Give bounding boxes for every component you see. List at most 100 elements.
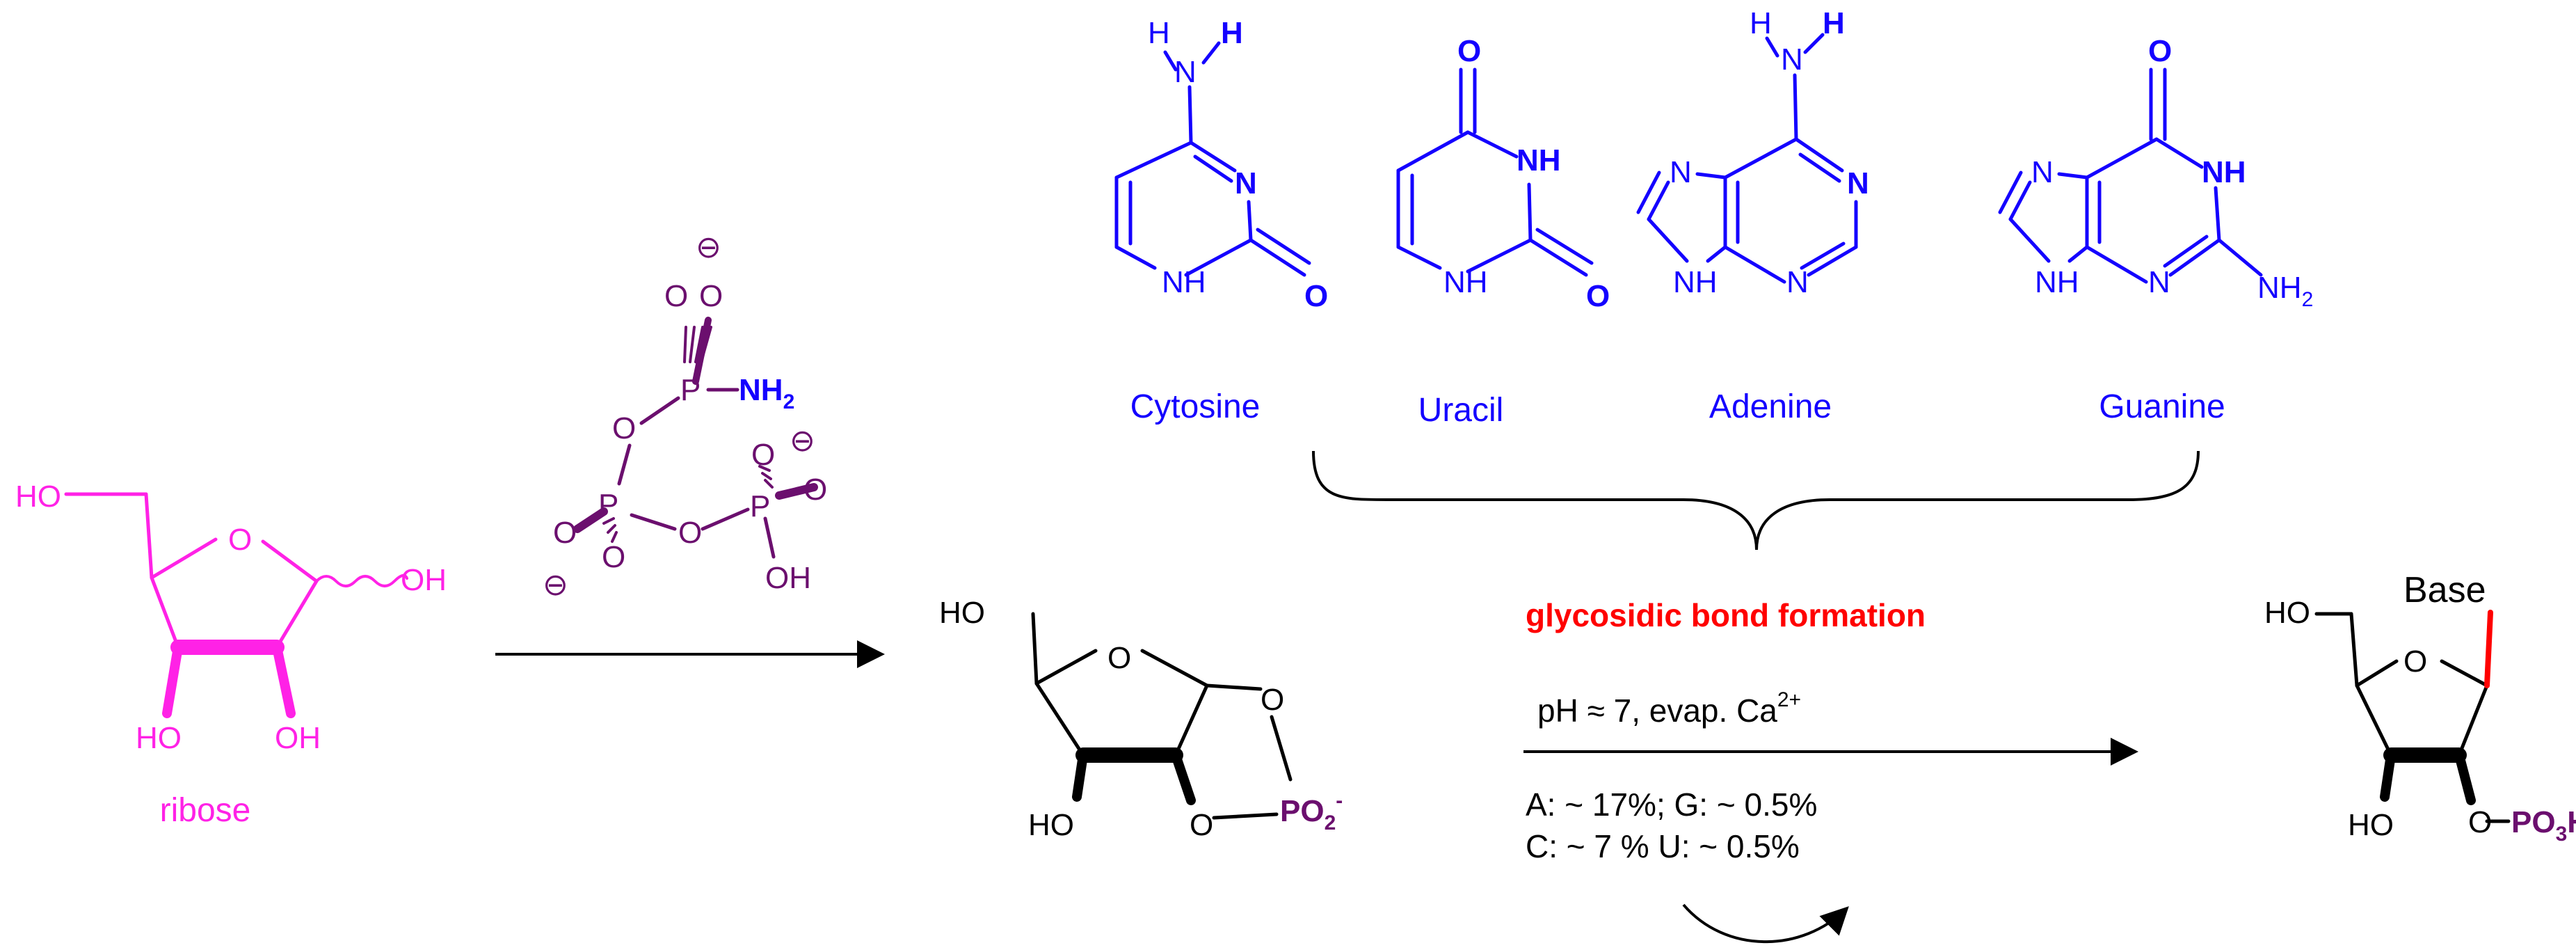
p3-oxygen-wedge: O <box>803 473 827 507</box>
nucleobase-brace <box>1312 450 2200 551</box>
cyt-nh: NH <box>1162 265 1206 299</box>
p2-oxygen-hashed: O <box>602 540 625 574</box>
gua-amino: NH2 <box>2257 271 2313 311</box>
bridge-oxygen-1: O <box>612 411 636 445</box>
p2-oxygen-wedge: O <box>553 516 577 550</box>
amidotriphosphate-structure <box>573 317 818 559</box>
ribose-oh-c2: OH <box>275 721 321 755</box>
ribose-c2-oh-bond <box>272 642 296 718</box>
ribose-c4-c3-bond <box>150 576 180 649</box>
ribose-label: ribose <box>160 792 251 829</box>
ribose-atom-labels: HO O OH HO OH <box>15 480 447 755</box>
cyt-h1: H <box>1148 16 1170 50</box>
cyt-oxygen: O <box>1304 279 1328 313</box>
cp-c2-o-bond <box>1171 750 1196 805</box>
ade-n1: N <box>1847 166 1869 200</box>
cyt-c4-n3-double <box>1193 155 1233 183</box>
gua-n7: N <box>2031 155 2054 189</box>
ribose-c4-o-bond <box>150 537 218 580</box>
cp-ring-o: O <box>1107 641 1131 675</box>
base-label: Base <box>2403 570 2486 610</box>
ade-c2-n3-bond <box>1807 245 1858 277</box>
prod-c5-bond <box>2349 612 2359 688</box>
phosphorus-3: P <box>750 489 770 523</box>
ade-amino-n: N <box>1781 42 1803 77</box>
ribose-c3-oh-bond <box>162 642 183 718</box>
prod-o-ester: O <box>2468 805 2492 839</box>
ade-c2-n3-double <box>1800 242 1846 270</box>
cyt-h-n-bond-1 <box>1163 50 1178 72</box>
gua-c2-nh2-bond <box>2217 238 2263 277</box>
phosphorus-1: P <box>680 373 701 407</box>
cp-c5-bond <box>1031 612 1039 686</box>
cyt-c4-n-bond <box>1187 85 1193 145</box>
ade-n7-c8-bond <box>1647 180 1670 221</box>
ribose-ho-c3: HO <box>136 721 182 755</box>
cyt-c4-c5-bond <box>1114 141 1193 180</box>
ade-c6-n1-double <box>1798 152 1841 183</box>
uracil-label: Uracil <box>1418 392 1504 429</box>
cyt-n3: N <box>1235 166 1257 200</box>
prod-po3h-group: PO3H- <box>2511 800 2576 846</box>
p1-oxygen-b: O <box>699 279 723 313</box>
p1-oxygen-a: O <box>664 279 688 313</box>
guanine-atoms: O N NH N NH NH2 <box>2031 34 2313 311</box>
ura-c2-n1-bond <box>1466 238 1533 274</box>
glycosidic-bond <box>2484 610 2493 688</box>
product-structure <box>2314 612 2511 823</box>
ura-nh-bottom: NH <box>1443 265 1488 299</box>
cyt-c6-n1-bond <box>1114 245 1157 270</box>
gua-c5-n7-bond <box>2057 172 2089 180</box>
ade-c6-n1-bond <box>1794 137 1844 173</box>
gua-n9-c4-bond <box>2067 245 2089 263</box>
phosphorus-2: P <box>598 488 618 522</box>
uracil-atoms: O NH O NH <box>1443 34 1610 313</box>
amino-group: NH2 <box>739 373 794 413</box>
cytosine-atoms: H N H N O NH <box>1148 16 1328 313</box>
ura-oxygen-right: O <box>1586 279 1610 313</box>
cp-c1-c2-bond <box>1174 683 1209 757</box>
p1-o-bond <box>639 396 680 425</box>
gua-c2-n3-bond <box>2168 238 2221 277</box>
ribose-o-c1-bond <box>261 539 319 583</box>
gua-n7-c8-bond <box>2008 180 2032 221</box>
p1-wedge-bond <box>692 317 712 385</box>
ade-c5-n7-bond <box>1695 172 1727 180</box>
o-p3-bond <box>701 507 750 531</box>
cp-ho-top: HO <box>939 596 985 630</box>
cp-o-upper: O <box>1261 683 1284 717</box>
prod-o-c1-bond <box>2440 659 2489 688</box>
prod-ring-o: O <box>2403 644 2427 679</box>
p2-wedge-bond <box>573 507 608 533</box>
ura-c4-c5-bond <box>1396 130 1470 173</box>
cyt-h-n-bond-2 <box>1201 41 1221 65</box>
cyclic-phosphate-atom-labels: HO O O HO O <box>939 596 1284 842</box>
cyt-c2-n1-bond <box>1184 238 1253 277</box>
gua-c6-c5-bond <box>2085 137 2159 180</box>
cyt-c2-o-bond <box>1249 238 1306 277</box>
cyclic-phosphate-structure <box>1031 612 1293 820</box>
cp-o-p-bond <box>1270 715 1293 782</box>
prod-c4-c3-bond <box>2355 683 2393 757</box>
curved-arrow <box>1682 903 1849 944</box>
prod-c1-c2-bond <box>2457 683 2489 757</box>
ribose-c5-bond <box>144 492 154 580</box>
ade-nh: NH <box>1673 265 1718 299</box>
cp-po2-group: PO2- <box>1280 789 1343 834</box>
phosphate-charge-bottom: ⊖ <box>543 568 568 602</box>
cp-o-c1-bond <box>1140 649 1209 688</box>
phosphate-charge-top: ⊖ <box>696 230 721 264</box>
ribose-anomeric-oh: OH <box>401 563 447 597</box>
o-p2-bond <box>617 443 632 486</box>
ribose-ring-o: O <box>228 523 252 557</box>
prod-c4-o-bond <box>2355 659 2399 688</box>
bridge-oxygen-2: O <box>678 516 702 550</box>
p2-hashed-bond <box>602 517 618 543</box>
gua-oxygen: O <box>2148 34 2172 68</box>
cp-c3-oh-bond <box>1072 750 1088 802</box>
gua-n7-c8-double <box>1998 171 2023 214</box>
gua-n3-c4-bond <box>2085 245 2148 284</box>
ade-n3: N <box>1786 265 1809 299</box>
ura-n3-c2-bond <box>1527 182 1533 242</box>
ade-c8-n9-bond <box>1647 217 1689 263</box>
